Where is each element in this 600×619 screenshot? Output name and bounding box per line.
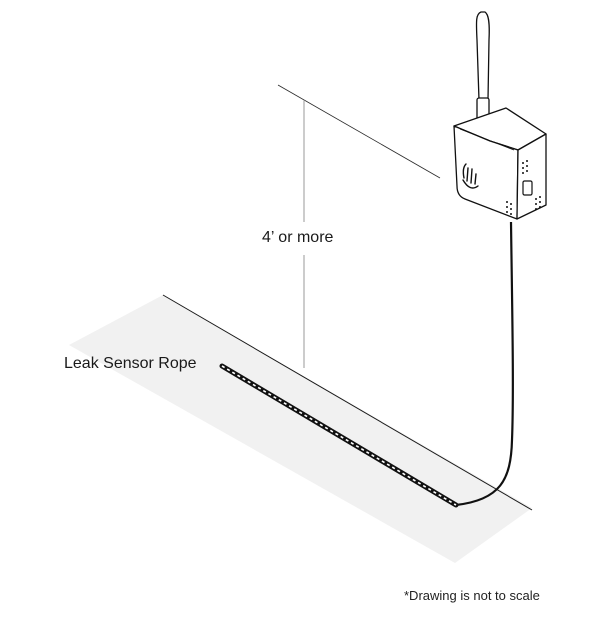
sensor-cable [455,221,514,507]
floor-area [69,295,532,563]
wifi-leak-hub-icon [453,11,547,220]
rope-label: Leak Sensor Rope [64,355,197,372]
leak-sensor-rope [219,363,459,508]
height-label: 4’ or more [262,229,334,246]
scale-note: *Drawing is not to scale [404,588,540,603]
wall-top-guide [277,84,441,179]
hand-logo-icon [462,163,479,189]
wall-floor-line [162,294,533,511]
